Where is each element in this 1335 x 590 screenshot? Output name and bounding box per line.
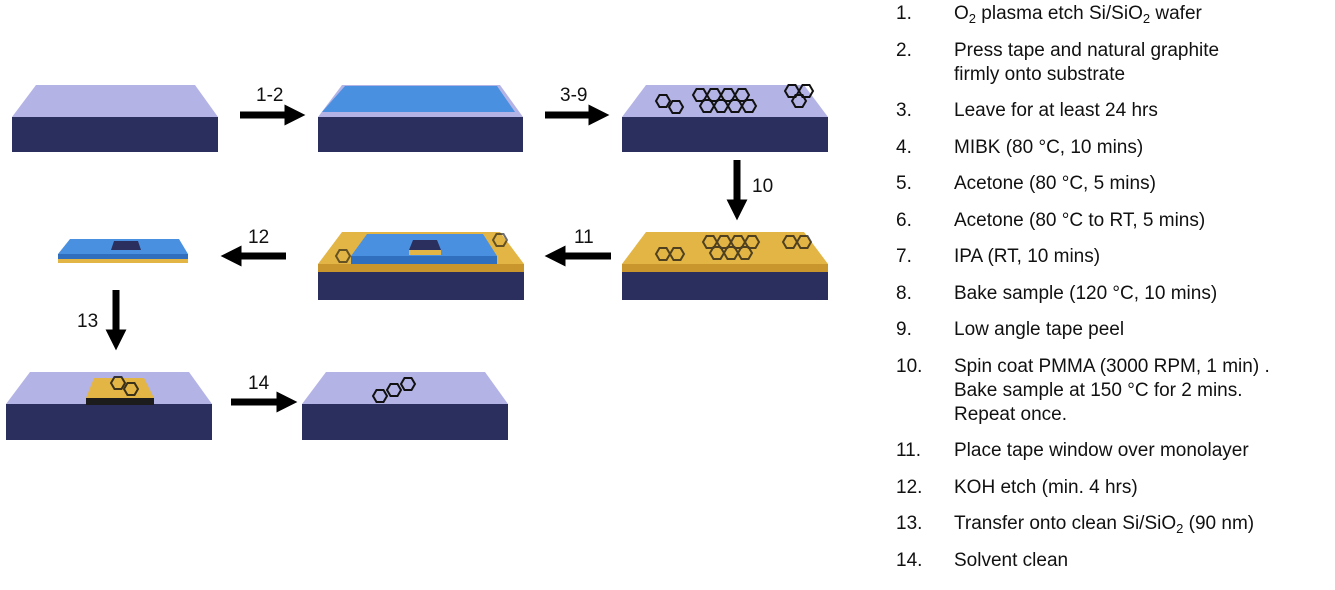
step-text: Acetone (80 °C, 5 mins) [954, 172, 1332, 196]
step-number: 7. [896, 246, 912, 267]
wafer-pmma-coated [622, 232, 828, 300]
released-film-stack [58, 239, 188, 263]
step-number: 5. [896, 173, 912, 194]
subscript-text: 2 [1176, 521, 1184, 536]
wafer-bare [12, 85, 218, 152]
procedure-step: 6. Acetone (80 °C to RT, 5 mins) [896, 209, 1332, 233]
step-text: Low angle tape peel [954, 318, 1332, 342]
step-number: 3. [896, 100, 912, 121]
wafer-with-tape-window [318, 232, 524, 300]
arrow-step-12: 12 [220, 227, 286, 267]
arrow-label-3-9: 3-9 [560, 85, 587, 106]
procedure-step: 3. Leave for at least 24 hrs [896, 99, 1332, 123]
step-text-fragment: KOH etch (min. 4 hrs) [954, 476, 1138, 498]
step-text: Bake sample (120 °C, 10 mins) [954, 282, 1332, 306]
step-text-fragment: Transfer onto clean Si/SiO [954, 513, 1177, 534]
arrow-label-12: 12 [248, 227, 269, 248]
step-text-fragment: plasma etch Si/SiO [976, 3, 1143, 24]
step-text-fragment: Press tape and natural graphite firmly o… [954, 39, 1220, 85]
wafer-transferred [6, 372, 212, 440]
subscript-text: 2 [1142, 11, 1151, 26]
step-text-fragment: Acetone (80 °C to RT, 5 mins) [954, 209, 1206, 231]
wafer-with-film [318, 85, 523, 152]
step-number: 9. [896, 319, 912, 340]
procedure-step: 13. Transfer onto clean Si/SiO2 (90 nm) [896, 512, 1332, 536]
procedure-step: 12. KOH etch (min. 4 hrs) [896, 476, 1332, 500]
step-number: 8. [896, 282, 912, 304]
procedure-step: 7. IPA (RT, 10 mins) [896, 245, 1332, 269]
procedure-step: 4. MIBK (80 °C, 10 mins) [896, 136, 1332, 160]
procedure-step: 14. Solvent clean [896, 549, 1332, 573]
step-text: Leave for at least 24 hrs [954, 99, 1332, 123]
process-diagram: 1-2 3-9 10 [6, 84, 828, 440]
step-text-fragment: Low angle tape peel [954, 319, 1125, 340]
step-text: O2 plasma etch Si/SiO2 wafer [954, 2, 1332, 26]
arrow-label-13: 13 [77, 311, 98, 332]
wafer-with-flakes [622, 84, 828, 152]
step-text-fragment: Leave for at least 24 hrs [954, 100, 1158, 121]
procedure-step: 9. Low angle tape peel [896, 318, 1332, 342]
step-text: Place tape window over monolayer [954, 439, 1332, 463]
arrow-step-3-9: 3-9 [545, 85, 610, 126]
step-number: 11. [896, 440, 922, 461]
step-number: 14. [896, 549, 923, 571]
arrow-label-14: 14 [248, 373, 270, 394]
arrow-label-1-2: 1-2 [256, 85, 283, 106]
procedure-step: 1.O2 plasma etch Si/SiO2 wafer [896, 2, 1332, 26]
step-text-fragment: Place tape window over monolayer [954, 440, 1249, 461]
step-text: Spin coat PMMA (3000 RPM, 1 min) . Bake … [954, 355, 1332, 427]
step-text-fragment: wafer [1150, 3, 1202, 24]
arrow-step-1-2: 1-2 [240, 85, 306, 126]
wafer-final-monolayer [302, 372, 508, 440]
step-text-fragment: Spin coat PMMA (3000 RPM, 1 min) . Bake … [954, 355, 1270, 425]
step-text-fragment: IPA (RT, 10 mins) [954, 246, 1101, 267]
arrow-step-11: 11 [544, 227, 611, 267]
step-number: 2. [896, 39, 912, 61]
step-text-fragment: MIBK (80 °C, 10 mins) [954, 136, 1144, 158]
procedure-step: 8. Bake sample (120 °C, 10 mins) [896, 282, 1332, 306]
arrow-label-11: 11 [574, 227, 594, 248]
arrow-step-13: 13 [77, 290, 127, 351]
step-text-fragment: O [954, 3, 969, 24]
step-text: KOH etch (min. 4 hrs) [954, 476, 1332, 500]
step-number: 12. [896, 476, 923, 498]
procedure-step: 2. Press tape and natural graphite firmly… [896, 39, 1332, 87]
arrow-step-10: 10 [726, 160, 773, 221]
step-text-fragment: Bake sample (120 °C, 10 mins) [954, 282, 1218, 304]
step-number: 4. [896, 136, 912, 158]
step-text-fragment: Solvent clean [954, 549, 1069, 571]
procedure-step: 11. Place tape window over monolayer [896, 439, 1332, 463]
step-number: 6. [896, 209, 912, 231]
step-text: MIBK (80 °C, 10 mins) [954, 136, 1332, 160]
step-text-fragment: (90 nm) [1183, 513, 1255, 534]
arrow-step-14: 14 [231, 373, 298, 413]
step-text: Transfer onto clean Si/SiO2 (90 nm) [954, 512, 1332, 536]
procedure-step: 5. Acetone (80 °C, 5 mins) [896, 172, 1332, 196]
step-text: Press tape and natural graphite firmly o… [954, 39, 1332, 87]
subscript-text: 2 [968, 11, 977, 26]
step-text-fragment: Acetone (80 °C, 5 mins) [954, 173, 1156, 194]
step-text: Acetone (80 °C to RT, 5 mins) [954, 209, 1332, 233]
arrow-label-10: 10 [752, 176, 773, 197]
step-text: IPA (RT, 10 mins) [954, 245, 1332, 269]
step-number: 10. [896, 355, 923, 377]
step-number: 13. [896, 513, 923, 534]
step-number: 1. [896, 3, 912, 24]
procedure-step: 10. Spin coat PMMA (3000 RPM, 1 min) . Ba… [896, 355, 1332, 427]
step-text: Solvent clean [954, 549, 1332, 573]
